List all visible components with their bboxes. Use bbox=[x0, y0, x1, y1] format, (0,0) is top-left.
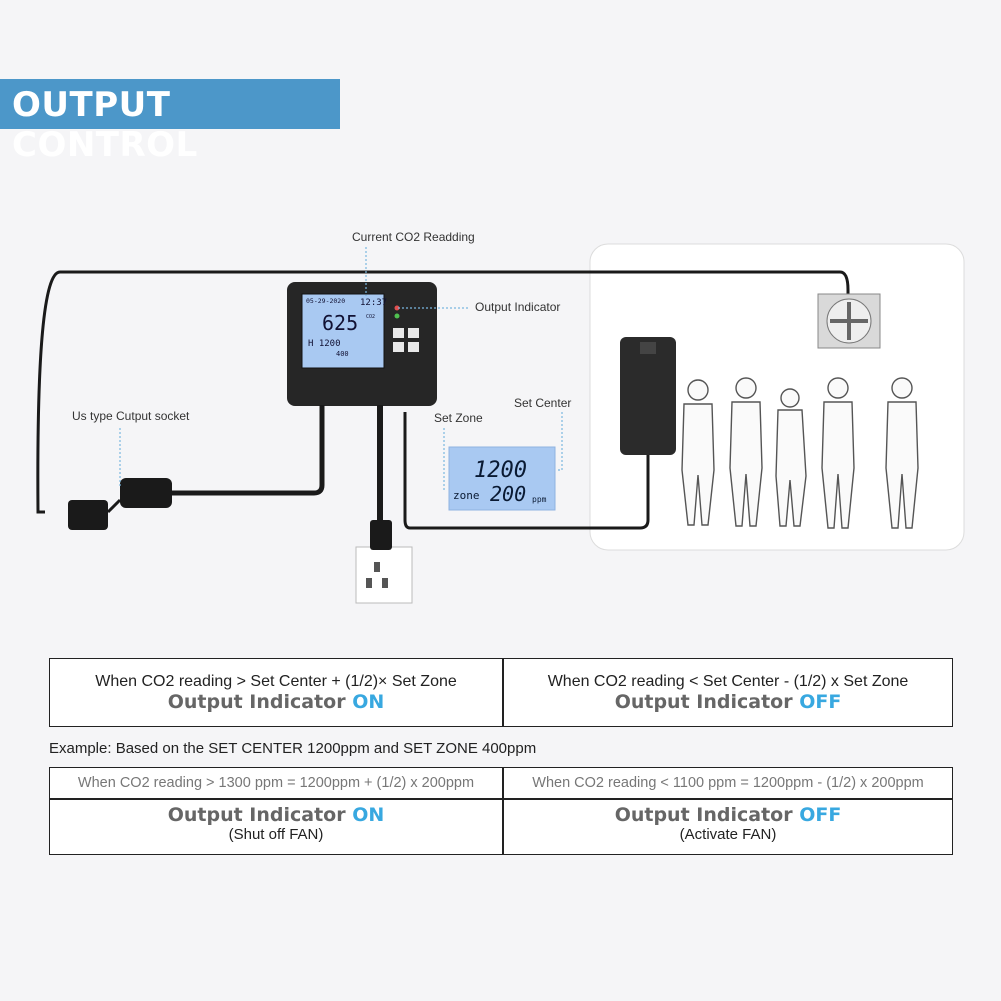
rule-on-prefix: Output Indicator bbox=[167, 691, 353, 713]
zoom-zone-label: zone bbox=[453, 489, 480, 502]
top-cable bbox=[36, 270, 850, 514]
example-text: Example: Based on the SET CENTER 1200ppm… bbox=[49, 740, 537, 757]
wiring-diagram: 05-29-2020 12:37 625 CO2 H 1200 400 1200… bbox=[36, 243, 965, 604]
sensor-cable bbox=[403, 412, 650, 530]
plug-icon bbox=[370, 520, 392, 550]
example-divider bbox=[502, 768, 504, 854]
lcd-zone: 400 bbox=[336, 350, 349, 358]
example-table: When CO2 reading > 1300 ppm = 1200ppm + … bbox=[49, 767, 953, 855]
table-divider bbox=[502, 659, 504, 726]
rule-on-state: ON bbox=[352, 691, 385, 713]
rule-off-state: OFF bbox=[799, 691, 842, 713]
example-on-action: (Shut off FAN) bbox=[228, 826, 324, 843]
example-on-prefix: Output Indicator bbox=[167, 804, 353, 826]
label-set-zone: Set Zone bbox=[434, 411, 483, 425]
page-title: OUTPUT CONTROL bbox=[12, 85, 198, 165]
controller-buttons bbox=[393, 328, 419, 352]
example-on-state: ON bbox=[352, 804, 385, 826]
example-on-calc-cell: When CO2 reading > 1300 ppm = 1200ppm + … bbox=[50, 768, 502, 798]
example-off-action: (Activate FAN) bbox=[679, 826, 777, 843]
sensor-icon bbox=[620, 337, 676, 455]
zoom-zone-value: 200 bbox=[490, 482, 526, 506]
label-set-center: Set Center bbox=[514, 396, 572, 410]
zoom-center: 1200 bbox=[474, 458, 527, 483]
lcd-unit: CO2 bbox=[366, 314, 375, 320]
output-socket-icon bbox=[120, 478, 172, 508]
zoom-unit: ppm bbox=[532, 495, 547, 504]
example-on-cell: Output Indicator ON (Shut off FAN) bbox=[50, 804, 502, 854]
people-illustration bbox=[681, 377, 919, 529]
lcd-high: H 1200 bbox=[308, 339, 341, 349]
rule-on-cell: When CO2 reading > Set Center + (1/2)× S… bbox=[50, 659, 502, 726]
rule-on-condition: When CO2 reading > Set Center + (1/2)× S… bbox=[95, 673, 457, 690]
rule-off-prefix: Output Indicator bbox=[614, 691, 800, 713]
example-off-prefix: Output Indicator bbox=[614, 804, 800, 826]
socket-cable bbox=[170, 405, 325, 496]
title-banner: OUTPUT CONTROL bbox=[0, 79, 340, 165]
rule-off-condition: When CO2 reading < Set Center - (1/2) x … bbox=[547, 673, 909, 690]
wall-socket-icon bbox=[355, 546, 413, 604]
label-socket: Us type Cutput socket bbox=[72, 409, 190, 423]
example-off-state: OFF bbox=[799, 804, 842, 826]
rule-table: When CO2 reading > Set Center + (1/2)× S… bbox=[49, 658, 953, 727]
example-off-calc: When CO2 reading < 1100 ppm = 1200ppm - … bbox=[532, 775, 924, 791]
label-output-indicator: Output Indicator bbox=[475, 300, 561, 314]
controller-screen bbox=[301, 293, 385, 369]
example-on-calc: When CO2 reading > 1300 ppm = 1200ppm + … bbox=[77, 775, 475, 791]
example-off-cell: Output Indicator OFF (Activate FAN) bbox=[502, 804, 954, 854]
example-off-calc-cell: When CO2 reading < 1100 ppm = 1200ppm - … bbox=[502, 768, 954, 798]
example-row-divider bbox=[50, 798, 952, 800]
indicator-led-icon bbox=[394, 305, 400, 311]
rule-off-cell: When CO2 reading < Set Center - (1/2) x … bbox=[502, 659, 954, 726]
lcd-reading: 625 bbox=[322, 311, 358, 335]
lcd-time: 12:37 bbox=[360, 298, 387, 308]
fan-icon bbox=[817, 293, 881, 349]
lcd-date: 05-29-2020 bbox=[306, 297, 345, 305]
zoom-lcd bbox=[448, 446, 556, 511]
adapter-icon bbox=[68, 500, 108, 530]
label-current-reading: Current CO2 Readding bbox=[352, 230, 475, 244]
